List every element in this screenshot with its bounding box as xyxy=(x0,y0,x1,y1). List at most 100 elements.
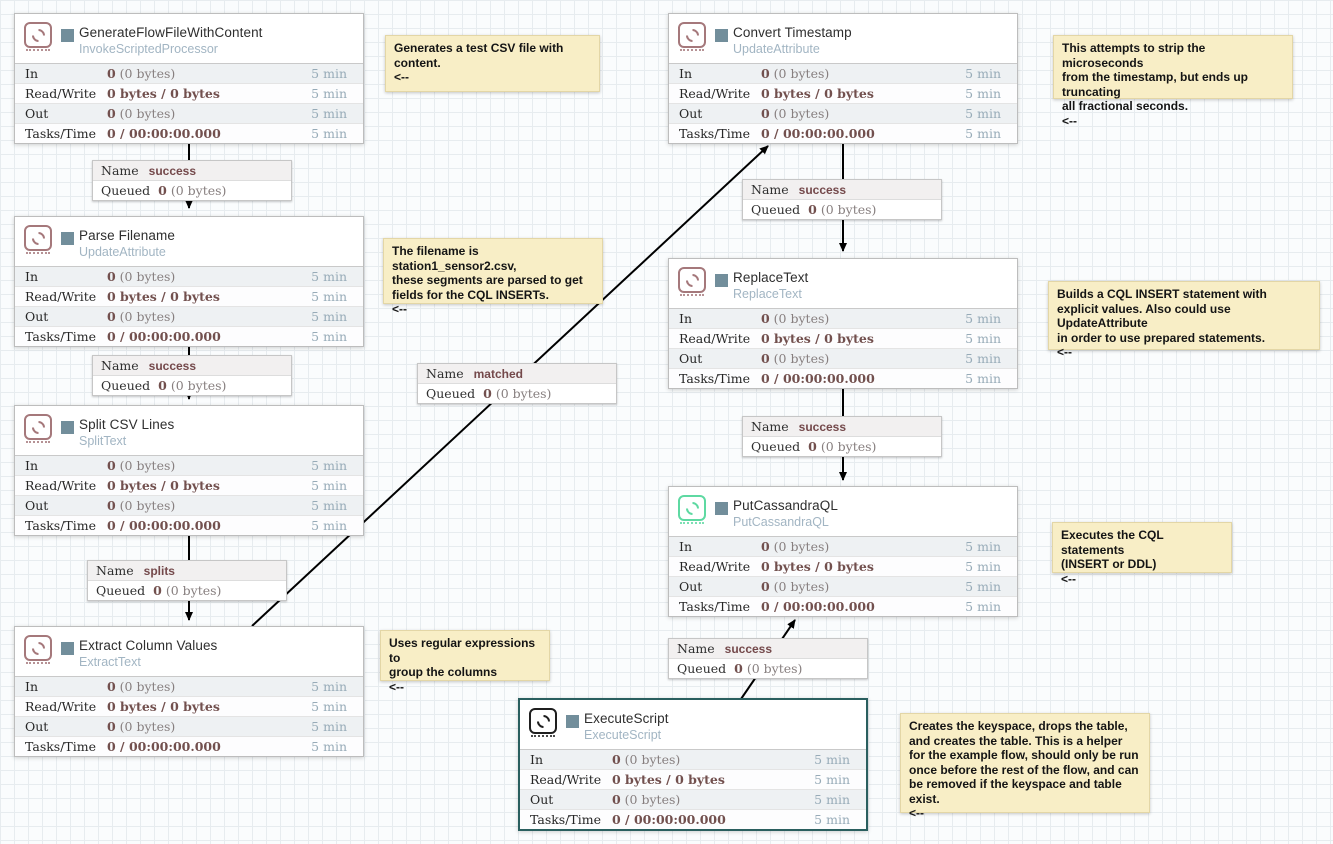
connection-name-value: splits xyxy=(143,564,175,578)
connection-queued-bytes: (0 bytes) xyxy=(742,661,803,676)
stat-value: 0 bytes / 0 bytes xyxy=(107,86,220,101)
processor-stats: In 0 (0 bytes) 5 min Read/Write 0 bytes … xyxy=(15,676,363,756)
stat-value: 0 / 00:00:00.000 xyxy=(612,812,726,827)
stat-window: 5 min xyxy=(311,126,347,141)
processor-extract-column-values[interactable]: Extract Column Values ExtractText In 0 (… xyxy=(14,626,364,757)
stat-value: 0 / 00:00:00.000 xyxy=(107,518,221,533)
stat-window: 5 min xyxy=(311,679,347,694)
processor-convert-timestamp[interactable]: Convert Timestamp UpdateAttribute In 0 (… xyxy=(668,13,1018,144)
stat-value: 0 bytes / 0 bytes xyxy=(107,478,220,493)
note-line: in order to use prepared statements. xyxy=(1057,330,1266,345)
stat-row: In 0 (0 bytes) 5 min xyxy=(15,456,363,475)
stat-row: In 0 (0 bytes) 5 min xyxy=(669,309,1017,328)
processor-title: PutCassandraQL xyxy=(733,498,838,513)
stat-window: 5 min xyxy=(965,351,1001,366)
connection-name-row: Name success xyxy=(743,417,941,437)
connection-queued-count: 0 xyxy=(734,661,743,676)
label-note[interactable]: Generates a test CSV file with content.<… xyxy=(385,35,600,92)
processor-replace-text[interactable]: ReplaceText ReplaceText In 0 (0 bytes) 5… xyxy=(668,258,1018,389)
stat-window: 5 min xyxy=(814,792,850,807)
stat-label: Read/Write xyxy=(679,559,751,574)
stat-value: 0 (0 bytes) xyxy=(107,269,176,284)
connection-queued-label: Queued xyxy=(426,386,476,401)
connection-name-label: Name xyxy=(101,163,139,178)
processor-stamp-icon xyxy=(678,495,706,524)
stat-row: Tasks/Time 0 / 00:00:00.000 5 min xyxy=(15,736,363,756)
stat-window: 5 min xyxy=(311,329,347,344)
stat-value: 0 bytes / 0 bytes xyxy=(107,289,220,304)
stat-window: 5 min xyxy=(965,599,1001,614)
connection-name-label: Name xyxy=(751,419,789,434)
note-line: <-- xyxy=(389,679,404,694)
label-note[interactable]: Executes the CQL statements(INSERT or DD… xyxy=(1052,522,1232,586)
stat-value: 0 (0 bytes) xyxy=(107,498,176,513)
stat-label: In xyxy=(25,66,38,81)
stat-value: 0 (0 bytes) xyxy=(761,66,830,81)
stat-value: 0 / 00:00:00.000 xyxy=(107,329,221,344)
processor-title: Extract Column Values xyxy=(79,638,218,653)
note-line: (INSERT or DDL) xyxy=(1061,557,1157,571)
connection-queued-count: 0 xyxy=(808,202,817,217)
connection-queued-bytes: (0 bytes) xyxy=(166,183,227,198)
stat-value: 0 / 00:00:00.000 xyxy=(107,739,221,754)
note-line: Uses regular expressions to xyxy=(389,636,536,665)
stat-label: Out xyxy=(679,106,703,121)
processor-stamp-icon xyxy=(24,414,52,443)
stat-row: Out 0 (0 bytes) 5 min xyxy=(520,789,866,809)
stat-label: Read/Write xyxy=(530,772,602,787)
stat-window: 5 min xyxy=(965,371,1001,386)
stat-value: 0 (0 bytes) xyxy=(107,309,176,324)
refresh-arrows-icon xyxy=(28,417,48,437)
stat-row: Read/Write 0 bytes / 0 bytes 5 min xyxy=(669,556,1017,576)
stat-row: Out 0 (0 bytes) 5 min xyxy=(669,348,1017,368)
stat-label: Read/Write xyxy=(25,478,97,493)
processor-header: Parse Filename UpdateAttribute xyxy=(15,217,363,266)
refresh-arrows-icon xyxy=(682,498,702,518)
processor-generate-flowfile[interactable]: GenerateFlowFileWithContent InvokeScript… xyxy=(14,13,364,144)
stat-value: 0 bytes / 0 bytes xyxy=(761,86,874,101)
processor-title: ReplaceText xyxy=(733,270,809,285)
stopped-indicator-icon xyxy=(61,421,74,434)
stat-row: In 0 (0 bytes) 5 min xyxy=(669,537,1017,556)
label-note[interactable]: The filename is station1_sensor2.csv,the… xyxy=(383,238,603,316)
note-line: group the columns xyxy=(389,665,497,679)
processor-execute-script[interactable]: ExecuteScript ExecuteScript In 0 (0 byte… xyxy=(518,698,868,831)
stat-label: Tasks/Time xyxy=(679,371,751,386)
stat-row: In 0 (0 bytes) 5 min xyxy=(15,64,363,83)
refresh-arrows-icon xyxy=(28,638,48,658)
stat-window: 5 min xyxy=(311,498,347,513)
stat-label: Tasks/Time xyxy=(679,126,751,141)
processor-header: Convert Timestamp UpdateAttribute xyxy=(669,14,1017,63)
label-note[interactable]: Creates the keyspace, drops the table,an… xyxy=(900,713,1150,820)
stat-row: Read/Write 0 bytes / 0 bytes 5 min xyxy=(669,83,1017,103)
processor-put-cassandraql[interactable]: PutCassandraQL PutCassandraQL In 0 (0 by… xyxy=(668,486,1018,617)
stat-label: Read/Write xyxy=(679,86,751,101)
processor-parse-filename[interactable]: Parse Filename UpdateAttribute In 0 (0 b… xyxy=(14,216,364,347)
processor-split-csv-lines[interactable]: Split CSV Lines SplitText In 0 (0 bytes)… xyxy=(14,405,364,536)
processor-stamp-icon xyxy=(24,225,52,254)
stopped-indicator-icon xyxy=(566,715,579,728)
note-line: for the example flow, should only be run xyxy=(909,748,1139,762)
processor-stamp-icon xyxy=(678,22,706,51)
stat-label: In xyxy=(25,679,38,694)
stat-row: In 0 (0 bytes) 5 min xyxy=(520,750,866,769)
connection-queued-count: 0 xyxy=(483,386,492,401)
stat-value: 0 / 00:00:00.000 xyxy=(761,371,875,386)
connection-name-value: success xyxy=(798,420,847,434)
processor-stamp-icon xyxy=(24,22,52,51)
stat-row: Tasks/Time 0 / 00:00:00.000 5 min xyxy=(520,809,866,829)
stat-value: 0 (0 bytes) xyxy=(761,539,830,554)
